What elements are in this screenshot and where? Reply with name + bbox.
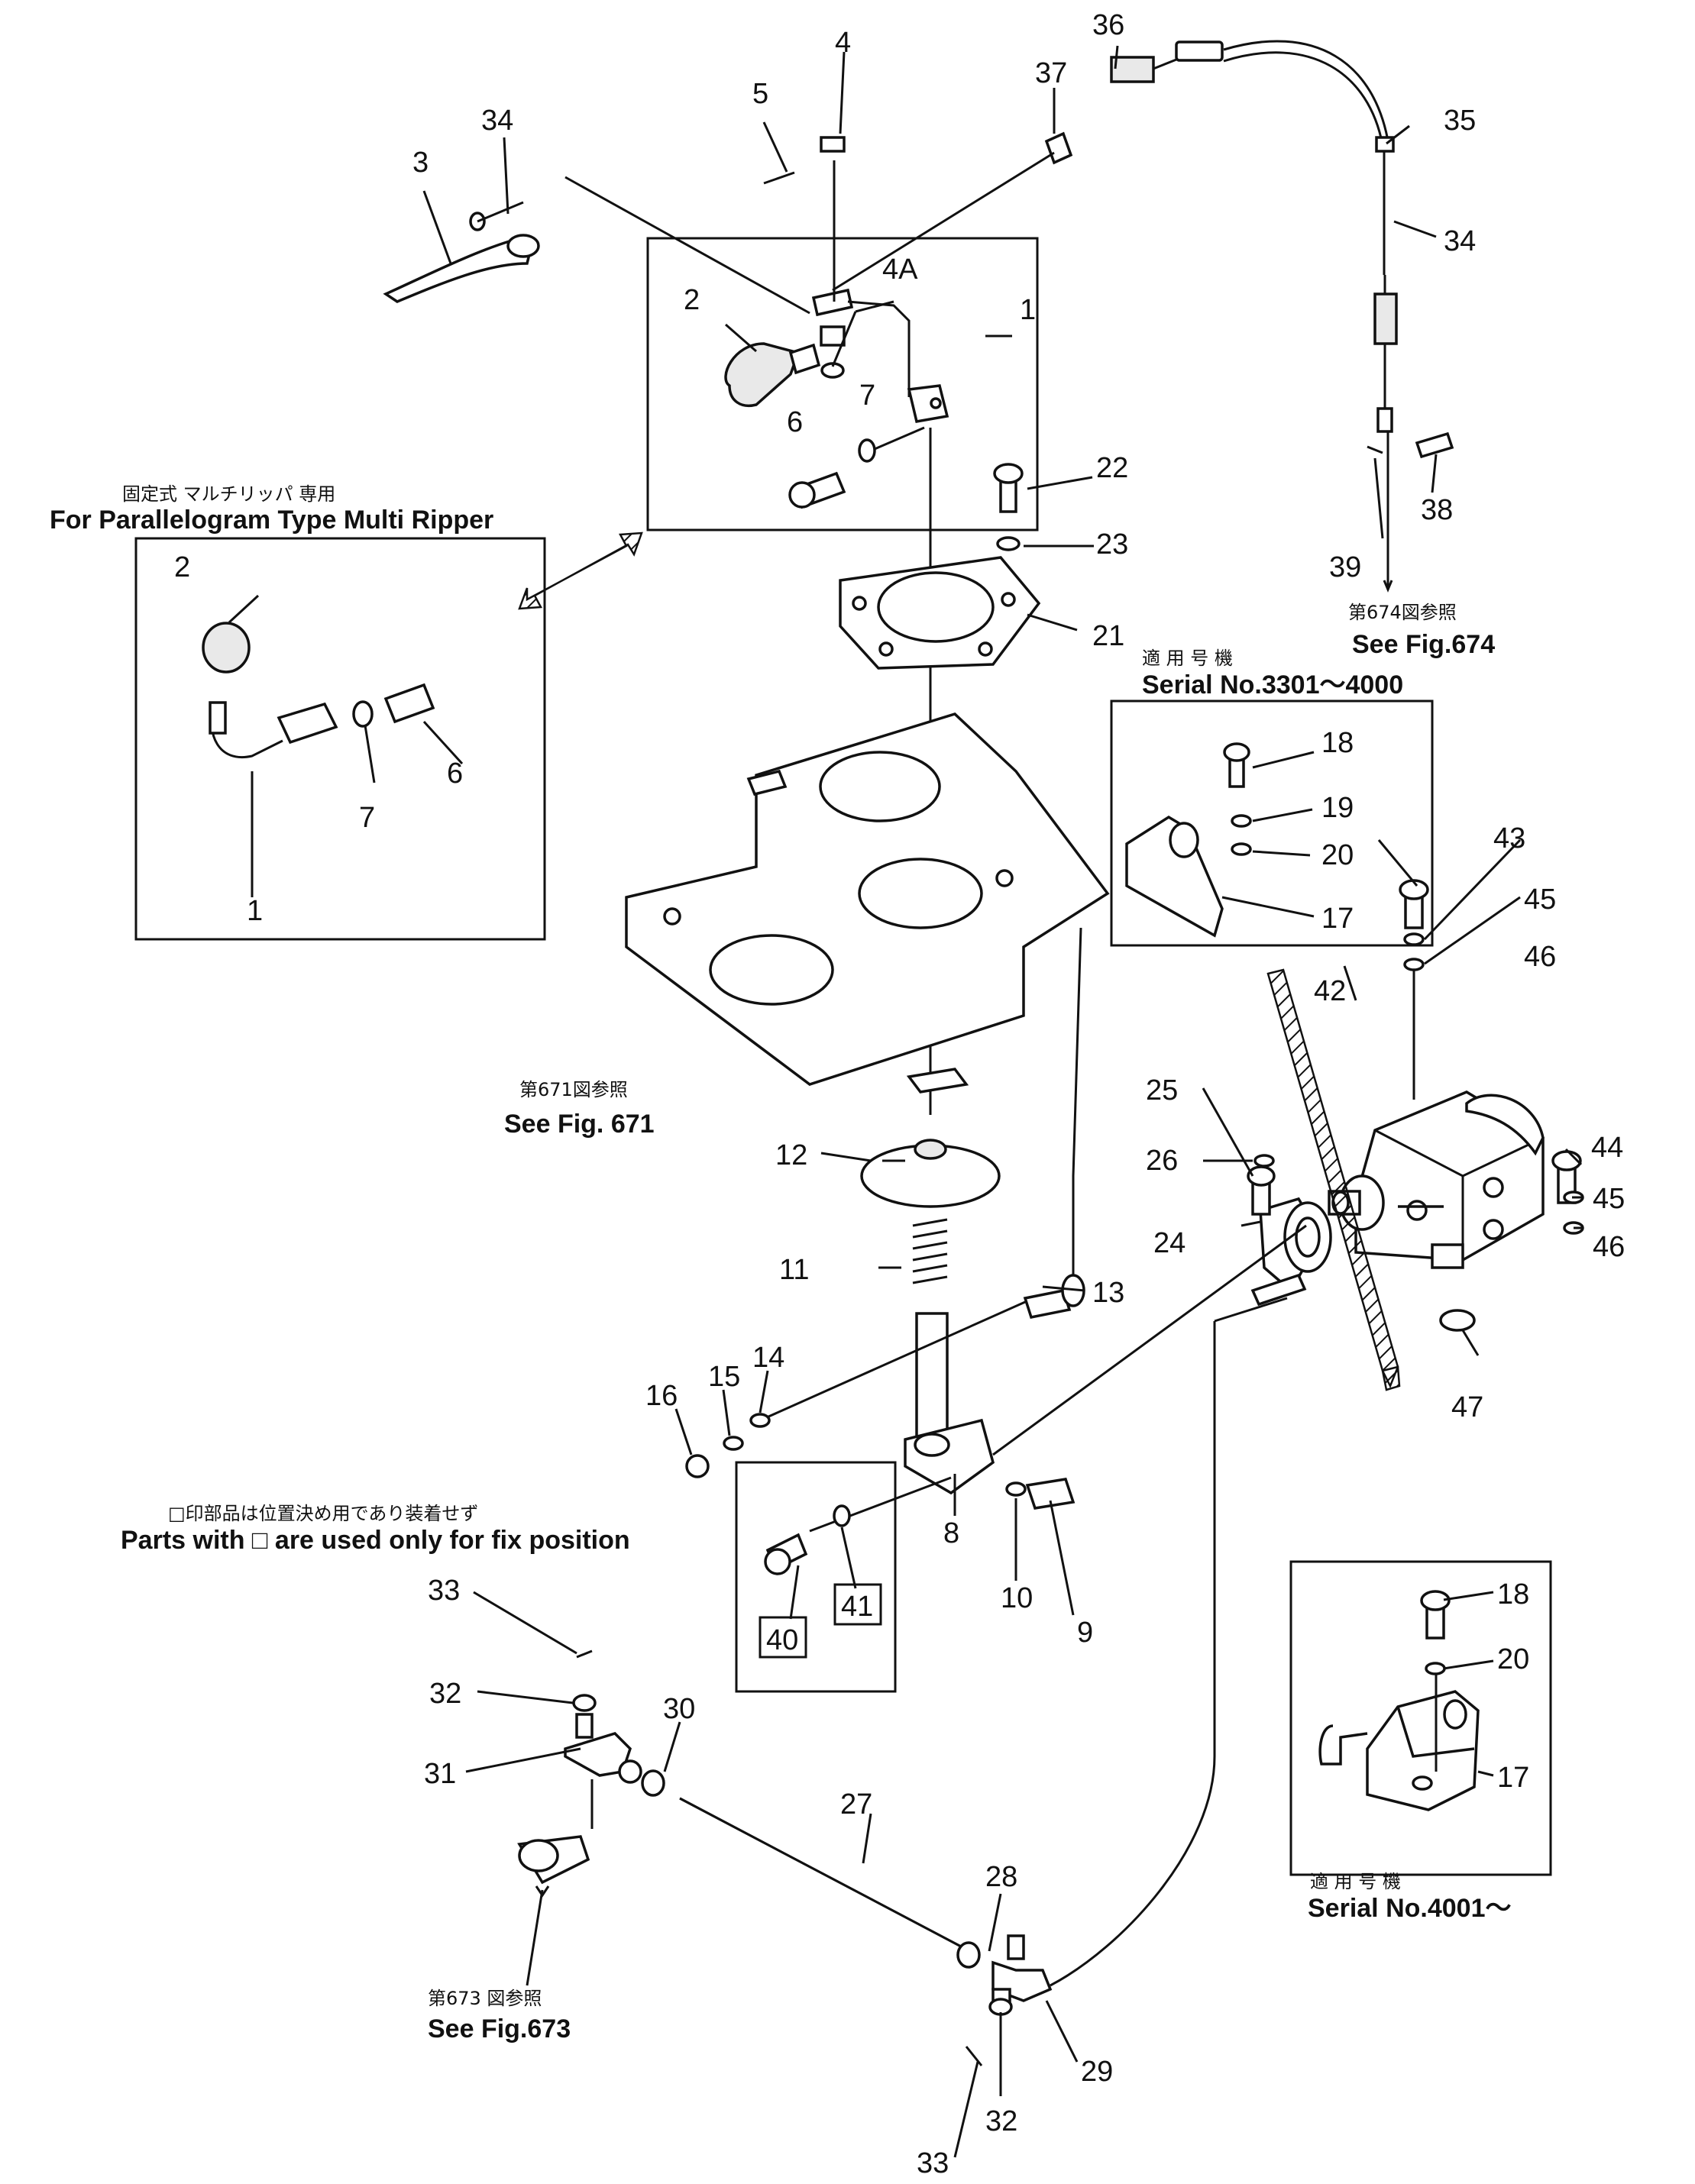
callout-19: 19 bbox=[1321, 792, 1354, 824]
callout-18b: 18 bbox=[1497, 1578, 1529, 1611]
bracket-17-b bbox=[1318, 1590, 1480, 1811]
lever-part-3 bbox=[383, 176, 810, 315]
callout-39: 39 bbox=[1329, 551, 1361, 583]
part-41-box bbox=[833, 1583, 882, 1626]
callout-5: 5 bbox=[752, 78, 768, 110]
serial-3301-frame bbox=[1110, 699, 1434, 947]
callout-ripper-1: 1 bbox=[247, 895, 263, 927]
callout-ripper-7: 7 bbox=[359, 802, 375, 834]
callout-8: 8 bbox=[943, 1517, 959, 1549]
callout-31: 31 bbox=[424, 1758, 456, 1790]
callout-40: 40 bbox=[766, 1624, 798, 1656]
callout-17b: 17 bbox=[1497, 1762, 1529, 1794]
callout-20a: 20 bbox=[1321, 839, 1354, 871]
callout-46b: 46 bbox=[1593, 1231, 1625, 1263]
clamp-24 bbox=[1214, 1154, 1332, 1323]
throttle-cable bbox=[832, 40, 1454, 593]
callout-37: 37 bbox=[1035, 57, 1067, 89]
callout-35: 35 bbox=[1444, 105, 1476, 137]
mounting-plate bbox=[625, 712, 1110, 1094]
callout-26: 26 bbox=[1146, 1145, 1178, 1177]
mounting-bracket-21 bbox=[839, 463, 1041, 670]
lever-assembly-frame bbox=[646, 237, 1039, 531]
callout-7: 7 bbox=[859, 380, 875, 412]
part-40-box bbox=[759, 1616, 807, 1659]
fig673-caption: See Fig.673 bbox=[428, 2014, 571, 2043]
callout-3: 3 bbox=[412, 147, 429, 179]
callout-21: 21 bbox=[1092, 620, 1124, 652]
callout-ripper-2: 2 bbox=[174, 551, 190, 583]
callout-45b: 45 bbox=[1593, 1183, 1625, 1215]
callout-10: 10 bbox=[1001, 1582, 1033, 1614]
linkage-rod bbox=[517, 1321, 1216, 2066]
callout-23: 23 bbox=[1096, 528, 1128, 561]
callout-ripper-6: 6 bbox=[447, 758, 463, 790]
fig674-caption: See Fig.674 bbox=[1352, 630, 1495, 659]
callout-12: 12 bbox=[775, 1139, 807, 1171]
callout-24: 24 bbox=[1153, 1227, 1186, 1259]
serial-4001-caption-jp: 適 用 号 機 bbox=[1310, 1871, 1401, 1892]
serial-3301-caption: Serial No.3301～4000 bbox=[1142, 670, 1403, 699]
callout-32a: 32 bbox=[429, 1678, 461, 1710]
lever-assembly bbox=[724, 136, 949, 1115]
callout-18a: 18 bbox=[1321, 727, 1354, 759]
fix-position-frame bbox=[735, 1461, 897, 1693]
callout-33a: 33 bbox=[428, 1575, 460, 1607]
callout-34a: 34 bbox=[481, 105, 513, 137]
fig673-caption-jp: 第673 図参照 bbox=[428, 1988, 542, 2009]
leader-lines bbox=[228, 45, 1583, 2158]
callout-2: 2 bbox=[684, 284, 700, 316]
interchange-arrow bbox=[518, 531, 643, 610]
fig671-caption-jp: 第671図参照 bbox=[519, 1079, 628, 1100]
callout-15: 15 bbox=[708, 1361, 740, 1393]
captions: 固定式 マルチリッパ 専用 For Parallelogram Type Mul… bbox=[50, 483, 1511, 2043]
multi-ripper-lever bbox=[202, 622, 435, 890]
callout-25: 25 bbox=[1146, 1074, 1178, 1107]
governor-assembly bbox=[1328, 879, 1584, 1332]
callout-29: 29 bbox=[1081, 2056, 1113, 2088]
callout-38: 38 bbox=[1421, 494, 1453, 526]
callout-41: 41 bbox=[841, 1591, 873, 1623]
callout-43: 43 bbox=[1493, 822, 1525, 855]
callout-36: 36 bbox=[1092, 9, 1124, 41]
callout-4a: 4A bbox=[882, 254, 918, 286]
fix-caption-jp: □印部品は位置決め用であり装着せず bbox=[168, 1503, 478, 1524]
callout-42: 42 bbox=[1314, 975, 1346, 1007]
multi-ripper-frame bbox=[134, 537, 546, 941]
callout-32b: 32 bbox=[985, 2105, 1017, 2137]
callout-numbers: 1 2 3 4 4A 5 6 7 8 9 10 11 12 13 14 15 1… bbox=[174, 9, 1625, 2179]
callout-33b: 33 bbox=[917, 2147, 949, 2179]
fig674-caption-jp: 第674図参照 bbox=[1348, 602, 1457, 623]
callout-4: 4 bbox=[835, 27, 851, 59]
callout-13: 13 bbox=[1092, 1277, 1124, 1309]
callout-17a: 17 bbox=[1321, 903, 1354, 935]
serial-4001-frame bbox=[1289, 1560, 1552, 1876]
callout-44: 44 bbox=[1591, 1132, 1623, 1164]
fix-caption: Parts with □ are used only for fix posit… bbox=[121, 1526, 630, 1555]
callout-11: 11 bbox=[779, 1254, 809, 1286]
callout-28: 28 bbox=[985, 1861, 1017, 1893]
callout-20b: 20 bbox=[1497, 1643, 1529, 1675]
callout-9: 9 bbox=[1077, 1617, 1093, 1649]
serial-3301-caption-jp: 適 用 号 機 bbox=[1142, 648, 1233, 669]
multi-ripper-caption: For Parallelogram Type Multi Ripper bbox=[50, 506, 493, 535]
fig671-caption: See Fig. 671 bbox=[504, 1110, 655, 1139]
fix-parts bbox=[759, 1504, 882, 1659]
callout-30: 30 bbox=[663, 1693, 695, 1725]
callout-34b: 34 bbox=[1444, 225, 1476, 257]
callout-27: 27 bbox=[840, 1788, 872, 1821]
bracket-17-a bbox=[1125, 742, 1252, 938]
callout-22: 22 bbox=[1096, 452, 1128, 484]
callout-6: 6 bbox=[787, 406, 803, 438]
multi-ripper-caption-jp: 固定式 マルチリッパ 専用 bbox=[122, 483, 335, 505]
callout-45a: 45 bbox=[1524, 884, 1556, 916]
callout-1: 1 bbox=[1020, 294, 1036, 326]
callout-47: 47 bbox=[1451, 1391, 1483, 1423]
callout-16: 16 bbox=[645, 1380, 678, 1412]
callout-46a: 46 bbox=[1524, 941, 1556, 973]
callout-14: 14 bbox=[752, 1342, 784, 1374]
serial-4001-caption: Serial No.4001～ bbox=[1308, 1894, 1511, 1923]
